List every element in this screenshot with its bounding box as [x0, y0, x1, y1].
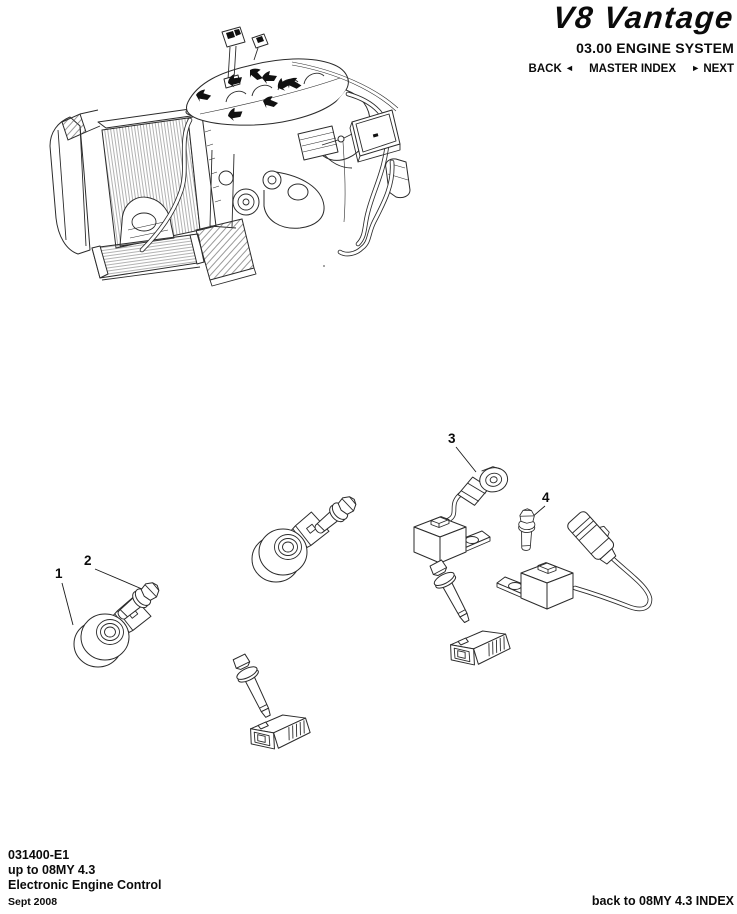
- radiator: [97, 108, 222, 249]
- knock-sensor-second: [251, 510, 330, 583]
- master-index-link[interactable]: MASTER INDEX: [589, 63, 676, 75]
- back-link[interactable]: BACK ◄: [529, 63, 574, 75]
- bracket-bolt-4: [517, 508, 536, 552]
- doc-applicability: up to 08MY 4.3: [8, 863, 96, 877]
- air-filter-box: [195, 125, 339, 287]
- harness-bolt-a: [228, 651, 279, 722]
- ecu-module: [321, 109, 401, 223]
- speck: [323, 265, 325, 267]
- callout-3: 3: [448, 431, 456, 446]
- doc-code: 031400-E1: [8, 848, 70, 862]
- engine-assembly-illustration: [49, 26, 411, 287]
- next-link[interactable]: ► NEXT: [691, 63, 734, 75]
- parts-diagram: 1 2 3 4: [55, 431, 653, 754]
- connector-b: [446, 626, 513, 670]
- master-index-label: MASTER INDEX: [589, 63, 676, 75]
- next-link-label: NEXT: [703, 63, 734, 75]
- leader-line-2: [94, 568, 143, 590]
- section-title: 03.00 ENGINE SYSTEM: [576, 40, 734, 56]
- harness-bolt-b: [425, 557, 477, 627]
- nav-links: BACK ◄ MASTER INDEX ► NEXT: [529, 63, 734, 75]
- knock-sensor-bolt-second: [310, 491, 361, 539]
- callout-1: 1: [55, 566, 63, 581]
- back-to-index-link[interactable]: back to 08MY 4.3 INDEX: [591, 894, 734, 908]
- intercooler: [91, 233, 205, 281]
- engine-block: [209, 149, 325, 229]
- sensor-3-assembly: [413, 466, 509, 564]
- intake-plenum: [185, 58, 371, 169]
- callout-2: 2: [84, 553, 92, 568]
- back-link-label: BACK: [528, 63, 562, 75]
- connector-a: [246, 710, 313, 754]
- ecu-hose: [337, 159, 395, 257]
- harness-line: [291, 61, 399, 112]
- doc-info: 031400-E1 up to 08MY 4.3 Electronic Engi…: [8, 848, 162, 893]
- sensor-right-assembly: [496, 511, 653, 612]
- next-arrow-icon: ►: [691, 63, 701, 73]
- brand-logo: V8 Vantage: [551, 0, 736, 35]
- back-arrow-icon: ◄: [564, 63, 574, 73]
- leader-line-1: [61, 582, 74, 626]
- front-duct: [49, 109, 101, 255]
- top-sensor-bracket: [221, 26, 269, 89]
- leader-line-3: [455, 446, 477, 473]
- doc-title: Electronic Engine Control: [8, 878, 162, 892]
- issue-date: Sept 2008: [8, 896, 58, 908]
- callout-4: 4: [542, 490, 550, 505]
